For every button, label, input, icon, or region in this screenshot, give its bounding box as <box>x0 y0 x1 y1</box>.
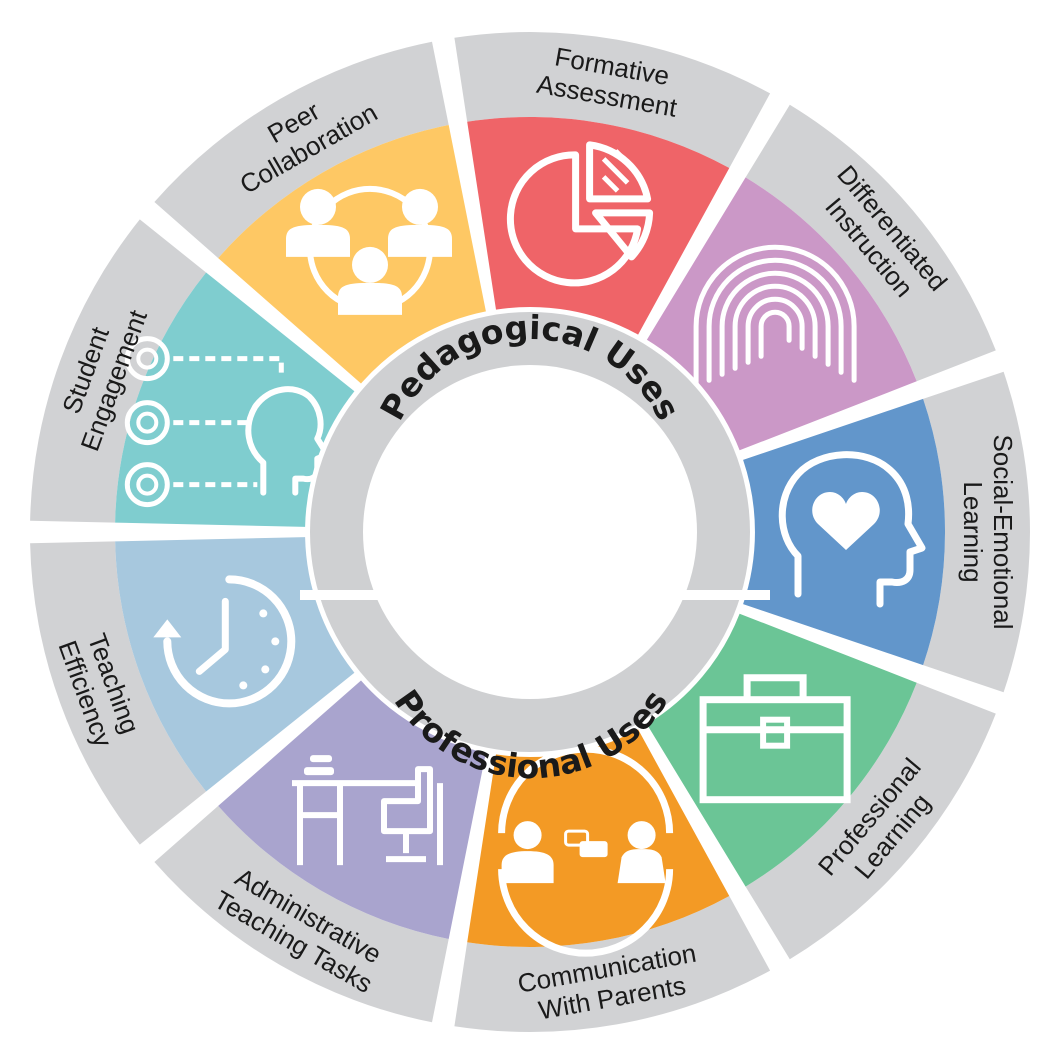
segment-label-text: Social-EmotionalLearning <box>958 434 1018 629</box>
segment-outer-band <box>745 104 996 382</box>
desk-chair-icon <box>292 755 443 866</box>
briefcase-icon <box>699 674 851 804</box>
clock-icon <box>153 575 296 708</box>
pie-chart-icon <box>506 141 654 287</box>
segment-color-band <box>646 613 917 887</box>
segment-color-band <box>115 272 355 527</box>
segment-outer-band <box>745 682 996 960</box>
segment-color-band <box>218 680 486 939</box>
center-hole <box>363 365 697 699</box>
people-group-icon <box>286 185 452 315</box>
segment-outer-band <box>454 896 771 1032</box>
segment-label-line: Learning <box>958 481 988 582</box>
segment-outer-band <box>30 219 207 523</box>
segment-outer-band <box>154 805 449 1023</box>
parents-chat-icon <box>498 745 674 957</box>
segment-formative-assessment: FormativeAssessment <box>454 32 771 335</box>
segment-communication-with-parents: CommunicationWith Parents <box>454 729 771 1032</box>
segment-teaching-efficiency: TeachingEfficiency <box>30 537 355 845</box>
fingerprint-icon <box>693 244 857 389</box>
segment-outer-band <box>30 541 207 845</box>
segment-outer-band <box>454 32 771 168</box>
target-head-icon <box>124 336 331 508</box>
segment-label: Social-EmotionalLearning <box>958 434 1018 629</box>
segment-social-emotional-learning: Social-EmotionalLearning <box>743 371 1030 693</box>
segments-layer: FormativeAssessmentDifferentiatedInstruc… <box>30 32 1030 1032</box>
segment-label-line: Social-Emotional <box>988 434 1018 629</box>
segment-color-band <box>115 537 355 792</box>
segment-peer-collaboration: PeerCollaboration <box>154 41 486 384</box>
segment-outer-band <box>154 41 449 259</box>
segment-outer-band <box>923 371 1030 693</box>
segment-student-engagement: StudentEngagement <box>30 219 355 527</box>
head-heart-icon <box>778 451 926 608</box>
